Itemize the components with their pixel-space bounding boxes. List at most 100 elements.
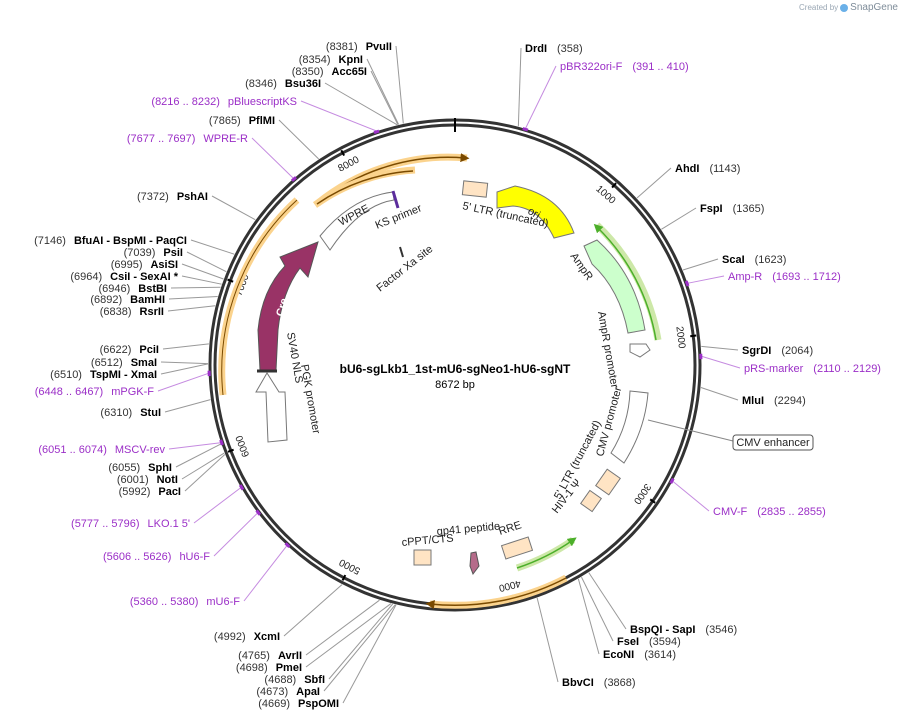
enzyme-connector-bsu36i [324,82,398,126]
tick-mark-5000 [341,574,347,581]
enzyme-label-sgrdi: SgrDI(2064) [742,345,813,357]
enzyme-connector-mlui [700,387,739,401]
enzyme-position: (358) [557,43,583,55]
primer-site-pbr322ori-f [522,127,529,132]
enzyme-position: (6512) [91,357,123,369]
enzyme-position: (2064) [781,345,813,357]
rre-feature [500,536,534,560]
primer-connector-hu6-f [213,512,258,557]
enzyme-position: (3868) [604,677,636,689]
enzyme-position: (5992) [119,486,151,498]
enzyme-connector-bfuai-bspmi-paqci [190,239,235,255]
primer-connector-wpre-r [251,137,294,179]
enzyme-position: (6995) [111,259,143,271]
enzyme-name: Bsu36I [285,78,321,90]
cre-label: Cre [274,297,290,318]
enzyme-label-bfuai-bspmi-paqci: (7146)BfuAI - BspMI - PaqCI [34,235,187,247]
primer-range: (6051 .. 6074) [38,444,107,456]
enzyme-name: PmeI [276,662,302,674]
tick-mark-7000 [227,278,234,283]
enzyme-connector-sbfi [328,603,394,680]
primer-connector-lko-1-5 [193,487,241,524]
enzyme-connector-bamhi [168,295,218,300]
primer-label-prs-marker: pRS-marker (2110 .. 2129) [744,363,881,375]
primer-label-mu6-f: (5360 .. 5380) mU6-F [130,596,240,608]
ampr-feature [583,239,646,334]
ks-primer-mark [391,190,400,209]
primer-connector-mpgk-f [157,372,209,392]
tick-mark-8000 [340,149,345,157]
primer-site-wpre-r [290,176,297,182]
factor-xa-mark [399,246,404,258]
label-connectors [157,45,741,704]
primer-range: (391 .. 410) [632,61,688,73]
enzyme-position: (6946) [98,283,130,295]
primer-connector-pbr322ori-f [525,65,557,129]
enzyme-label-acc65i: (8350)Acc65I [292,66,367,78]
primer-site-mscv-rev [219,439,224,446]
enzyme-label-noti: (6001)NotI [117,474,178,486]
primer-connector-mu6-f [243,545,288,602]
enzyme-connector-rsrii [167,305,216,312]
credit-prefix: Created by [799,3,839,12]
factor-xa-label: Factor Xa site [374,243,435,294]
enzyme-connector-pshai [211,195,256,221]
pgk-promoter-label: PGK promoter [298,363,322,435]
primer-label-mpgk-f: (6448 .. 6467) mPGK-F [35,386,155,398]
feature-arrow-bottom-orange [425,577,567,609]
snapgene-logo-icon [840,3,849,12]
enzyme-name: CsiI - SexAI * [110,271,179,283]
primer-label-pbluescriptks: (8216 .. 8232)pBluescriptKS [151,96,297,108]
primer-site-cmv-f [669,477,675,484]
enzyme-connector-avrii [305,599,380,656]
enzyme-position: (6964) [70,271,102,283]
enzyme-position: (6055) [108,462,140,474]
primer-label-pbr322ori-f: pBR322ori-F (391 .. 410) [560,61,689,73]
primer-range: (5360 .. 5380) [130,596,199,608]
primer-name: pBR322ori-F [560,61,623,73]
enzyme-label-pvuii: (8381)PvuII [326,41,392,53]
primer-name: Amp-R [728,271,762,283]
enzyme-name: StuI [140,407,161,419]
wpre-feature [319,191,395,251]
cre-feature [257,241,319,371]
enzyme-position: (6510) [50,369,82,381]
enzyme-connector-scai [682,258,719,271]
enzyme-connector-stui [164,399,211,413]
ltr5b-feature [595,468,621,496]
enzyme-name: AhdI [675,163,699,175]
enzyme-label-tspmi-xmai: (6510)TspMI - XmaI [50,369,157,381]
enzyme-position: (6838) [100,306,132,318]
primer-range: (6448 .. 6467) [35,386,104,398]
enzyme-label-pshai: (7372)PshAI [137,191,208,203]
gp41-label: gp41 peptide [436,520,500,537]
enzyme-label-psii: (7039)PsiI [124,247,183,259]
enzyme-name: PciI [139,344,159,356]
ampr-promoter-label: AmpR promoter [595,310,620,389]
enzyme-name: BspQI - SapI [630,624,695,636]
primer-name: WPRE-R [203,133,248,145]
primer-name: LKO.1 5' [148,518,190,530]
enzyme-name: PacI [158,486,181,498]
enzyme-position: (3614) [644,649,676,661]
cppt-feature [413,549,432,566]
primer-name: mU6-F [206,596,240,608]
enzyme-name: BamHI [130,294,165,306]
feature-arrow-ampr-outline [593,223,657,341]
primer-name: mPGK-F [111,386,154,398]
primer-range: (2110 .. 2129) [813,363,881,375]
primer-label-wpre-r: (7677 .. 7697)WPRE-R [127,133,248,145]
enzyme-position: (2294) [774,395,806,407]
enzyme-connector-bstbi [170,286,221,289]
enzyme-position: (4688) [264,674,296,686]
primer-name: pRS-marker [744,363,804,375]
enzyme-connector-bbvci [536,597,559,683]
enzyme-name: FspI [700,203,723,215]
enzyme-label-asisi: (6995)AsiSI [111,259,178,271]
tick-label-6000: 6000 [234,433,252,458]
enzyme-name: NotI [157,474,178,486]
enzyme-name: EcoNI [603,649,634,661]
enzyme-connector-apai [323,604,396,692]
enzyme-name: BstBI [138,283,167,295]
enzyme-name: ApaI [296,686,320,698]
